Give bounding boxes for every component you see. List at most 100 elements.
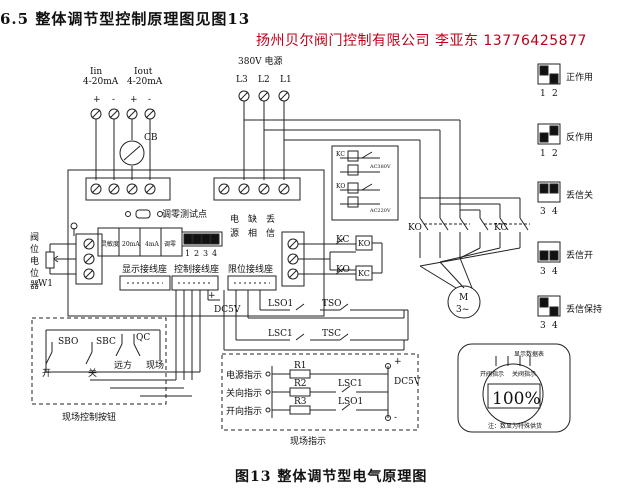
company-banner: 扬州贝尔阀门控制有限公司 李亚东 13776425877 [256, 33, 587, 49]
dip-2-n1: 1 [540, 149, 546, 159]
contactor-detail-inset [331, 145, 399, 221]
section-heading: 6.5 整体调节型控制原理图见图13 [0, 10, 251, 28]
l2-label: L2 [258, 75, 270, 85]
sw-label-1: 灵敏度 [101, 240, 119, 248]
inset-kc: KC [336, 151, 345, 158]
plus-ctrl: + [208, 291, 216, 301]
sw-num-3: 3 [203, 249, 208, 258]
r1-label: R1 [294, 361, 307, 371]
meter-screen [487, 383, 541, 409]
pot-char-1: 阀 [30, 232, 39, 243]
dip-4-n1: 3 [540, 267, 546, 277]
inset-ac380: AC380V [369, 164, 391, 170]
dip-5-n1: 3 [540, 321, 546, 331]
ko-label: KO [336, 265, 350, 275]
pot-char-4: 位 [30, 267, 39, 279]
local-label: 现场 [146, 360, 164, 371]
iin-label: Iin [90, 67, 102, 77]
sbc-label: SBC [96, 337, 116, 347]
dip-3-n1: 3 [540, 207, 546, 217]
zero-test-label: 调零测试点 [162, 208, 207, 220]
dip-1-n1: 1 [540, 89, 546, 99]
board-dip-switch [181, 231, 223, 247]
field-indicate-title: 现场指示 [290, 435, 326, 447]
row-power: 电源指示 [226, 369, 262, 381]
ind-lsc1: LSC1 [338, 379, 363, 389]
l3-label: L3 [236, 75, 248, 85]
meter-top: 显示数据表 [514, 350, 544, 358]
dip-1-label: 正作用 [566, 71, 593, 83]
sbo-label: SBO [58, 337, 78, 347]
iin-range: 4-20mA [83, 77, 119, 87]
ind-dc5v: DC5V [394, 377, 421, 387]
dip-4-n2: 4 [552, 267, 558, 277]
cb-meter [119, 140, 145, 166]
motor-phase: 3~ [456, 305, 469, 315]
main-contacts [419, 197, 530, 289]
meter-note: 注：数显为特殊供货 [488, 422, 542, 430]
sw-label-4: 调零 [164, 240, 176, 248]
display-socket-label: 显示接线座 [122, 263, 167, 275]
meter-value: 100% [492, 389, 541, 409]
kc-label: KC [336, 235, 349, 245]
ind-2: 缺 [248, 213, 257, 225]
minus-1: - [112, 95, 115, 105]
meter-open: 开阀指示 [480, 370, 504, 378]
inset-ac220: AC220V [369, 208, 391, 214]
figure-caption: 图13 整体调节型电气原理图 [235, 469, 428, 485]
field-control-inset [31, 317, 167, 405]
limit-switch-wiring [223, 290, 409, 351]
tso-label: TSO [322, 299, 342, 309]
limit-socket-label: 限位接线座 [228, 263, 273, 275]
sw-num-2: 2 [194, 249, 199, 258]
dip-2-n2: 2 [552, 149, 558, 159]
iout-range: 4-20mA [127, 77, 163, 87]
dc5v-label: DC5V [214, 305, 241, 315]
ind-6: 信 [266, 227, 275, 239]
ind-4: 源 [230, 228, 239, 239]
iout-label: Iout [134, 67, 153, 77]
ind-1: 电 [230, 213, 239, 225]
control-board [67, 169, 325, 317]
power-terminal-block [213, 177, 301, 201]
field-indicate-inset [221, 353, 419, 431]
remote-label: 远方 [114, 359, 132, 371]
power-terminals [238, 90, 461, 210]
w1-label: W1 [38, 279, 53, 289]
plus-1: + [93, 95, 101, 105]
r3-label: R3 [294, 397, 307, 407]
l1-label: L1 [280, 75, 292, 85]
meter-frame [457, 343, 571, 433]
meter-dial [482, 363, 544, 425]
dip-3-n2: 4 [552, 207, 558, 217]
field-buttons [45, 334, 141, 365]
field-control-title: 现场控制按钮 [62, 411, 116, 423]
display-socket [119, 275, 171, 291]
power-title: 380V 电源 [238, 55, 283, 67]
limit-socket [227, 275, 277, 291]
sw-num-4: 4 [212, 249, 217, 258]
power-block-screws [218, 183, 290, 195]
motor-m: M [459, 293, 468, 303]
dip-5-n2: 4 [552, 321, 558, 331]
close-label: 关 [88, 367, 97, 379]
sw-num-1: 1 [185, 249, 190, 258]
pot-char-3: 电 [30, 255, 39, 267]
cb-label: CB [144, 133, 158, 143]
indicator-circuit [265, 363, 391, 421]
sw-label-3: 4mA [145, 241, 160, 248]
ind-5: 相 [248, 227, 257, 239]
main-ko: KO [408, 223, 422, 233]
control-socket [171, 275, 219, 291]
zero-test-point [125, 209, 163, 219]
pot-char-2: 位 [30, 243, 39, 255]
minus-2: - [148, 95, 151, 105]
dip-setting-diagrams [537, 63, 561, 317]
pot-char-5: 器 [30, 280, 39, 291]
dip-4-label: 丢信开 [566, 249, 593, 261]
lsc1-label: LSC1 [268, 329, 293, 339]
row-open: 开向指示 [226, 405, 262, 417]
open-label: 开 [42, 368, 51, 379]
